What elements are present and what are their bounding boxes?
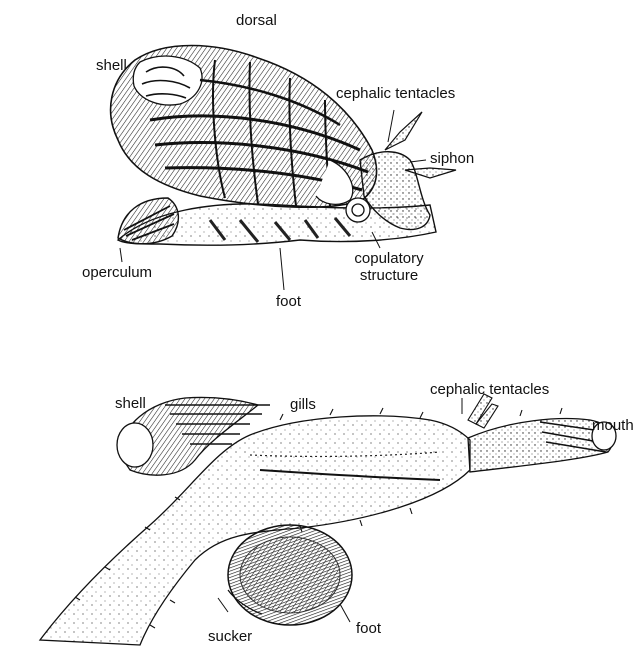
label-copulatory-structure: copulatory structure [350, 250, 428, 284]
label-foot-bottom: foot [356, 620, 381, 637]
swimmer-foot [228, 525, 352, 625]
snail-head [346, 112, 456, 229]
label-cephalic-tentacles-bottom: cephalic tentacles [430, 381, 549, 398]
label-copulatory-line1: copulatory [350, 250, 428, 267]
swimmer-tentacles [468, 394, 498, 428]
label-gills: gills [290, 396, 316, 413]
label-foot-top: foot [276, 293, 301, 310]
label-sucker: sucker [208, 628, 252, 645]
operculum-shape [118, 198, 178, 244]
label-shell-bottom: shell [115, 395, 146, 412]
label-cephalic-tentacles-top: cephalic tentacles [336, 85, 455, 102]
snail-shell [111, 46, 377, 208]
label-shell-top: shell [96, 57, 127, 74]
label-operculum: operculum [82, 264, 152, 281]
label-dorsal: dorsal [236, 12, 277, 29]
label-copulatory-line2: structure [350, 267, 428, 284]
label-mouth: mouth [592, 417, 634, 434]
label-siphon: siphon [430, 150, 474, 167]
